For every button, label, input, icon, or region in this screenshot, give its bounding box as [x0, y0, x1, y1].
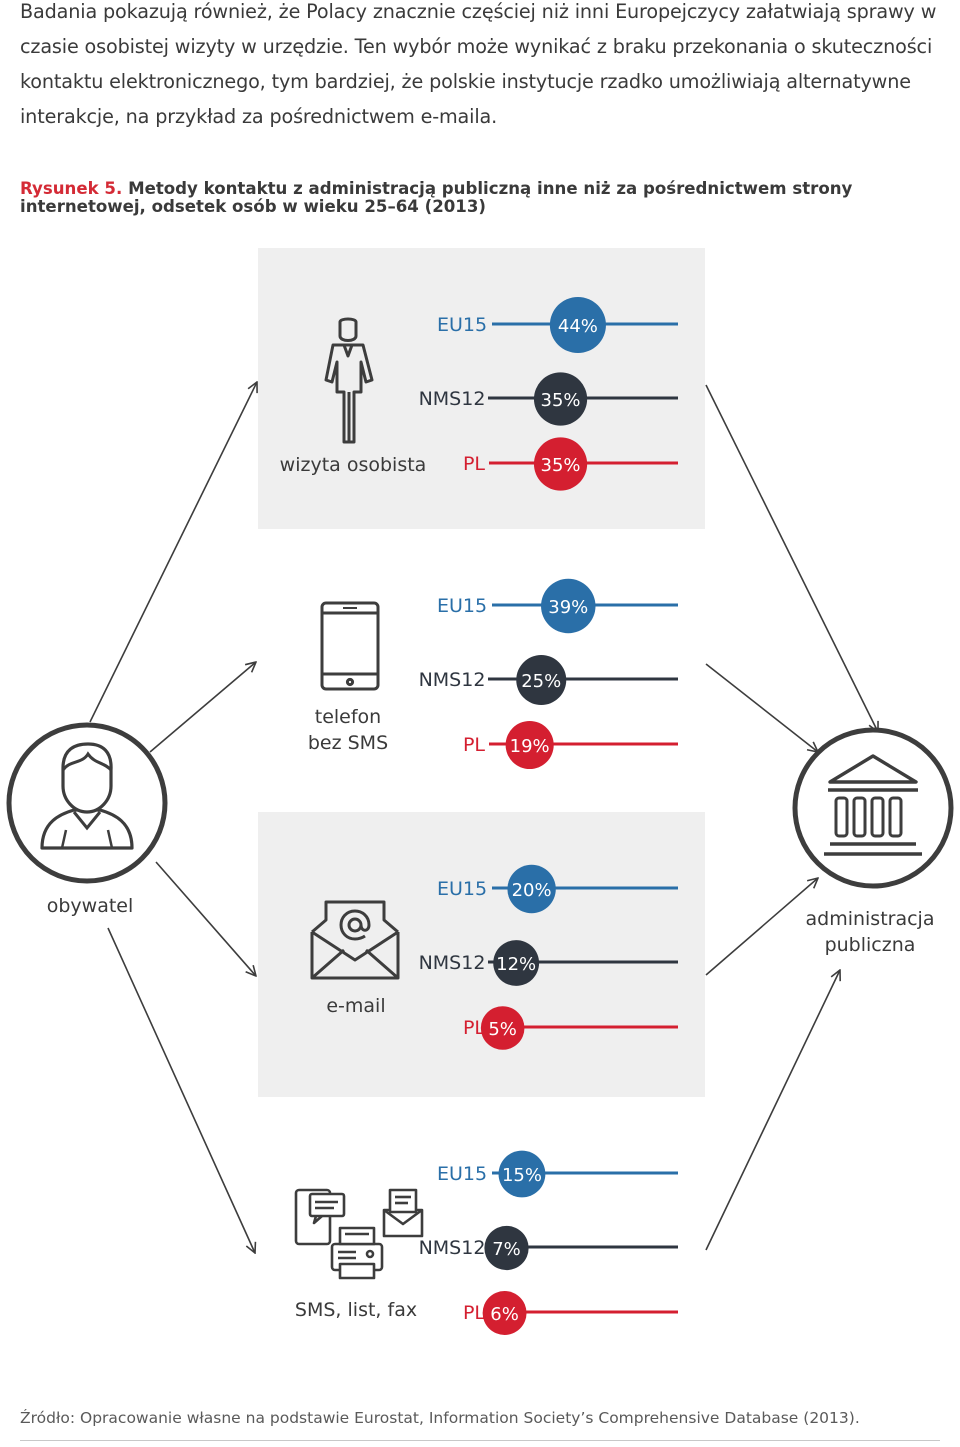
arrow-citizen-to-phone — [149, 662, 256, 753]
value-label-c2-nms12: 12% — [496, 954, 536, 975]
series-label-c0-nms12: NMS12 — [419, 388, 486, 410]
figure-caption: Rysunek 5. Metody kontaktu z administrac… — [20, 180, 950, 216]
panel-telefon — [258, 529, 705, 812]
value-label-c1-eu15: 39% — [548, 597, 588, 618]
citizen-arrows — [89, 382, 257, 1253]
series-label-c1-nms12: NMS12 — [419, 669, 486, 691]
smartphone-icon — [320, 601, 380, 691]
series-label-c0-pl: PL — [463, 453, 485, 475]
arrow-email-to-admin — [705, 878, 818, 976]
value-label-c2-eu15: 20% — [512, 880, 552, 901]
value-label-c1-pl: 19% — [510, 736, 550, 757]
arrow-citizen-to-visit — [89, 382, 257, 723]
admin-label-line2: publiczna — [825, 934, 916, 956]
figure-title: Metody kontaktu z administracją publiczn… — [20, 179, 853, 216]
sms-letter-fax-icon — [294, 1188, 424, 1280]
value-bubble-c3-eu15 — [498, 1150, 546, 1198]
value-label-c0-eu15: 44% — [558, 316, 598, 337]
series-label-c2-nms12: NMS12 — [419, 952, 486, 974]
value-bubble-c3-nms12 — [484, 1225, 529, 1271]
value-bubble-c2-pl — [480, 1006, 525, 1050]
value-label-c0-nms12: 35% — [541, 390, 581, 411]
value-bubble-c0-pl — [533, 437, 588, 491]
arrow-citizen-to-email — [155, 861, 256, 976]
series-label-c2-eu15: EU15 — [437, 878, 487, 900]
value-label-c0-pl: 35% — [541, 455, 581, 476]
category-label-visit: wizyta osobista — [280, 454, 427, 476]
series-label-c3-pl: PL — [463, 1302, 485, 1324]
category-label-sms: SMS, list, fax — [295, 1299, 417, 1321]
category-label-phone-line2: bez SMS — [308, 732, 388, 754]
source-divider — [20, 1440, 940, 1441]
arrow-phone-to-admin — [705, 663, 818, 752]
panel-sms-list-fax — [258, 1097, 705, 1385]
value-bubble-c1-eu15 — [541, 578, 596, 634]
figure-label: Rysunek 5. — [20, 179, 123, 198]
series-label-c2-pl: PL — [463, 1017, 485, 1039]
admin-label-line1: administracja — [806, 908, 935, 930]
value-bubble-c2-nms12 — [493, 940, 540, 986]
value-bubble-c1-nms12 — [516, 655, 567, 705]
category-label-email: e-mail — [326, 995, 385, 1017]
arrow-citizen-to-sms — [107, 927, 255, 1253]
government-building-icon — [792, 727, 954, 889]
source-note: Źródło: Opracowanie własne na podstawie … — [20, 1409, 860, 1427]
citizen-label: obywatel — [47, 895, 134, 917]
arrow-visit-to-admin — [705, 384, 878, 732]
series-label-c3-eu15: EU15 — [437, 1163, 487, 1185]
value-label-c3-nms12: 7% — [492, 1239, 521, 1260]
series-label-c1-eu15: EU15 — [437, 595, 487, 617]
admin-arrows — [705, 384, 878, 1251]
value-label-c2-pl: 5% — [488, 1019, 517, 1040]
email-envelope-icon — [310, 900, 400, 980]
value-bubble-c3-pl — [482, 1291, 527, 1335]
value-label-c3-eu15: 15% — [502, 1165, 542, 1186]
value-bubble-c0-nms12 — [533, 372, 588, 426]
series-label-c0-eu15: EU15 — [437, 314, 487, 336]
intro-paragraph: Badania pokazują również, że Polacy znac… — [20, 0, 937, 128]
arrow-sms-to-admin — [705, 970, 840, 1251]
panel-email — [258, 812, 705, 1097]
series-label-c1-pl: PL — [463, 734, 485, 756]
value-bubble-c0-eu15 — [549, 296, 606, 354]
category-label-phone-line1: telefon — [315, 706, 381, 728]
citizen-avatar-icon — [6, 722, 168, 884]
value-label-c1-nms12: 25% — [521, 671, 561, 692]
value-label-c3-pl: 6% — [490, 1304, 519, 1325]
series-label-c3-nms12: NMS12 — [419, 1237, 486, 1259]
chart-marks: EU15 44% NMS12 35% PL 35% EU15 39% NMS12 25% PL 19%… — [419, 296, 678, 1335]
person-standing-icon — [324, 317, 374, 444]
value-bubble-c2-eu15 — [507, 864, 556, 914]
panel-wizyta-osobista — [258, 248, 705, 529]
value-bubble-c1-pl — [505, 720, 554, 770]
